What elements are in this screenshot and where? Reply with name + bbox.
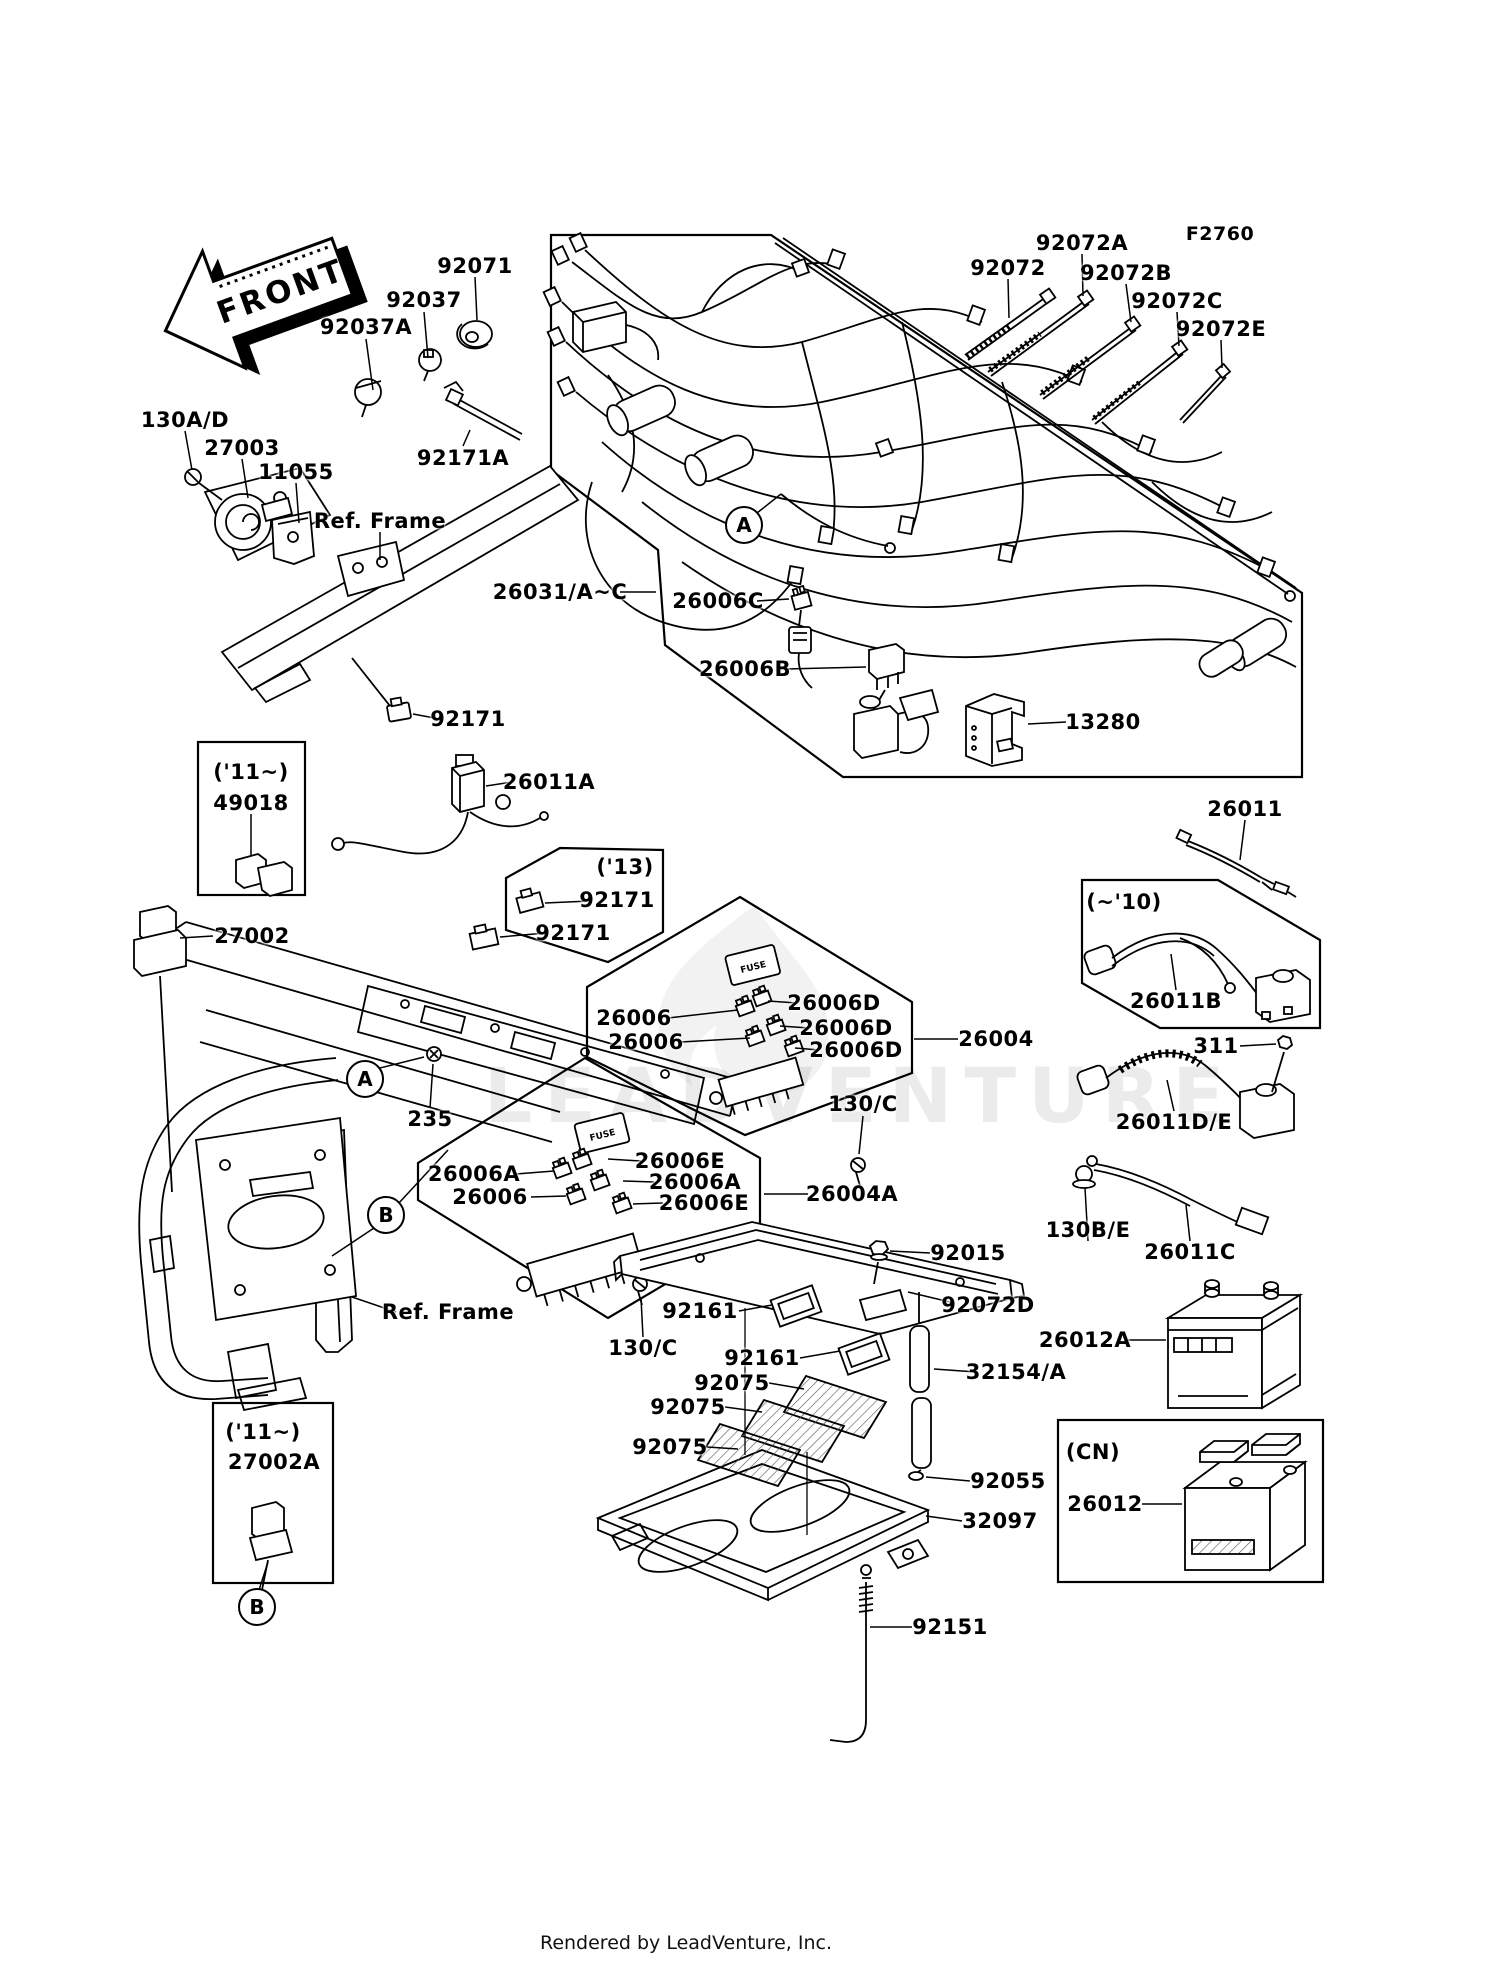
strap-92072e	[1179, 362, 1232, 424]
bracket-92072d	[613, 1221, 1026, 1335]
box-26004a	[416, 1056, 762, 1320]
relay-27002a	[248, 1501, 294, 1591]
screw-130c-upper	[850, 1157, 866, 1187]
fuse-26006c	[790, 584, 813, 611]
cable-26011b	[1083, 932, 1311, 1023]
box-26004	[585, 895, 914, 1137]
box-13	[504, 846, 665, 964]
footer-credit: Rendered by LeadVenture, Inc.	[539, 1932, 833, 1954]
wiring-harness-drawing	[542, 231, 1297, 767]
oring-92055	[908, 1471, 924, 1481]
relay-26006b	[868, 643, 905, 680]
battery-26012a	[1164, 1279, 1304, 1410]
small-parts-top	[354, 287, 1232, 441]
strap-92072b	[1039, 315, 1142, 400]
tray-32097	[595, 1449, 931, 1602]
strap-92171a	[443, 380, 523, 441]
rod-92151	[829, 1577, 874, 1743]
box-to10	[1080, 878, 1322, 1030]
plug-26011a	[331, 754, 549, 855]
enclosure-boxes	[196, 233, 1325, 1585]
cable-26011c	[1072, 1155, 1270, 1236]
battery-parts	[595, 1221, 1308, 1743]
strap-92072c	[1091, 339, 1189, 425]
nut-92015	[868, 1240, 890, 1285]
cable-26011	[1175, 828, 1297, 898]
pads-92075	[696, 1374, 888, 1488]
front-arrow: FRONT	[163, 236, 368, 376]
tube-32154	[909, 1325, 932, 1469]
screw-235	[426, 1046, 442, 1062]
harness-enclosure-box	[549, 233, 1304, 779]
frame-drawing	[133, 464, 739, 1412]
strap-92072	[964, 287, 1057, 361]
pads-92161	[769, 1284, 891, 1376]
fusebox-26004a: FUSE	[516, 1112, 644, 1307]
box-cn	[1056, 1418, 1325, 1584]
cable-26011de	[1076, 1035, 1295, 1139]
box-49018	[196, 740, 307, 897]
screw-130c-lower	[632, 1276, 648, 1306]
mid-parts: FUSE FUSE	[235, 754, 1311, 1591]
clamp-92037a	[354, 378, 382, 406]
relay-27002	[133, 905, 187, 1193]
battery-26012	[1182, 1433, 1308, 1572]
nut-311	[1276, 1035, 1294, 1050]
bracket-11055	[271, 510, 315, 565]
watermark: LEADVENTURE	[484, 905, 1224, 1140]
box-27002a	[211, 1401, 335, 1585]
clip-92171	[386, 696, 412, 723]
leader-lines	[179, 253, 1277, 1628]
fusebox-26004: FUSE	[709, 944, 805, 1115]
